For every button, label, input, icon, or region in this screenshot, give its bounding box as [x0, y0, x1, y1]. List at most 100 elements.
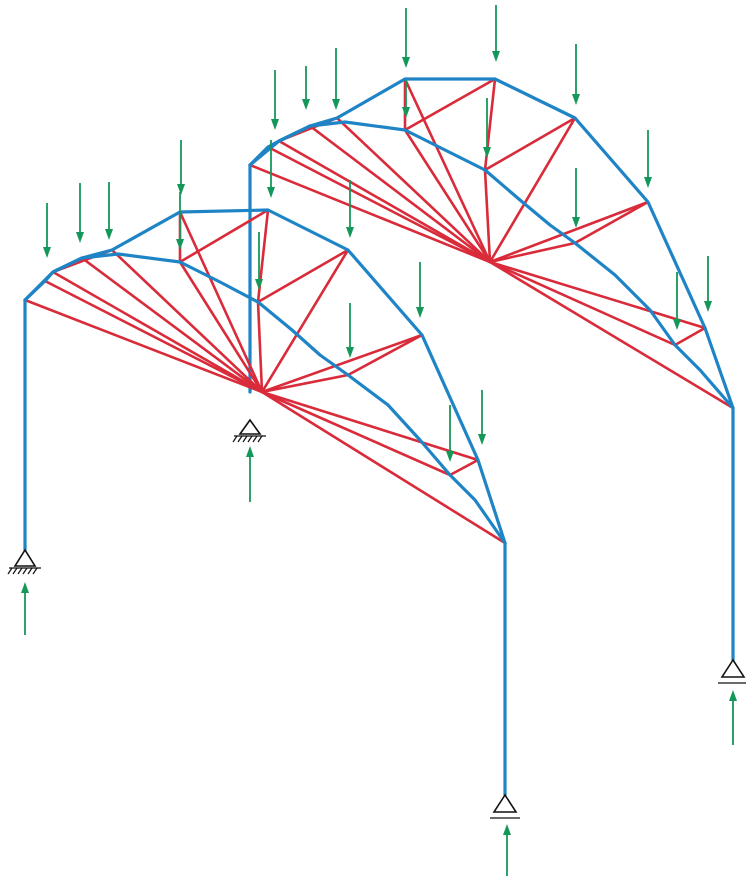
web-member [448, 458, 480, 477]
load-arrow-down [43, 203, 51, 258]
arrowhead-icon [302, 99, 310, 110]
web-member [51, 270, 264, 394]
reaction-arrow-up [503, 824, 511, 876]
web-member [248, 163, 492, 264]
load-arrow-down [644, 130, 652, 188]
roller-support-icon [492, 793, 518, 813]
web-member [277, 139, 492, 264]
arrowhead-icon [446, 451, 454, 462]
roller-support-icon [720, 658, 746, 678]
ground-hatch-icon [7, 567, 38, 575]
load-arrow-down [704, 256, 712, 312]
reaction-arrow-up [21, 582, 29, 635]
web-member [43, 279, 264, 394]
arrowhead-icon [483, 147, 491, 158]
front-bottom-chord [23, 252, 507, 545]
load-arrow-down [346, 303, 354, 358]
load-arrow-down [446, 405, 454, 462]
load-arrow-down [572, 168, 580, 228]
web-member [403, 77, 497, 132]
load-arrow-down [416, 262, 424, 318]
web-member [266, 145, 492, 264]
web-member [23, 298, 264, 394]
rear-frame [248, 77, 735, 662]
arrowhead-icon [704, 301, 712, 312]
web-member [483, 168, 492, 264]
front-top-chord [23, 208, 507, 545]
load-arrow-down [271, 70, 279, 130]
web-member [346, 333, 424, 377]
support-rear-right [718, 658, 746, 684]
arrowhead-icon [402, 57, 410, 68]
arrowhead-icon [255, 279, 263, 290]
arrowhead-icon [177, 184, 185, 195]
arrowhead-icon [572, 217, 580, 228]
web-member [488, 260, 677, 347]
load-arrow-down [176, 192, 184, 250]
web-member [335, 116, 492, 264]
web-member [178, 260, 264, 394]
arrowhead-icon [346, 347, 354, 358]
reaction-arrows [21, 446, 737, 876]
web-member [256, 300, 264, 394]
pin-support-icon [13, 548, 37, 567]
load-arrow-down [332, 48, 340, 110]
reaction-arrow-up [729, 690, 737, 745]
arrowhead-icon [346, 227, 354, 238]
rear-chords [248, 77, 735, 662]
web-member [573, 200, 650, 245]
arrowhead-icon [492, 51, 500, 62]
front-frame [23, 208, 507, 797]
web-member [673, 326, 707, 347]
ground-hatch-icon [232, 435, 263, 443]
web-member [260, 390, 507, 545]
web-member [260, 333, 424, 394]
rear-web-members [248, 77, 735, 410]
web-member [488, 116, 577, 264]
web-member [178, 208, 270, 264]
load-arrow-down [478, 390, 486, 445]
web-member [488, 241, 577, 264]
arrowhead-icon [105, 229, 113, 240]
web-member [256, 248, 350, 304]
load-arrow-down [177, 140, 185, 195]
reaction-arrow-up [246, 446, 254, 502]
web-member [260, 390, 480, 462]
arrowhead-icon [503, 824, 511, 835]
web-member [488, 200, 650, 264]
web-member [488, 260, 735, 410]
load-arrows [43, 5, 712, 462]
support-front-right [490, 793, 520, 819]
load-arrow-down [492, 5, 500, 62]
arrowhead-icon [76, 232, 84, 243]
load-arrow-down [267, 140, 275, 198]
web-member [178, 210, 264, 394]
arrowhead-icon [246, 446, 254, 457]
arrowhead-icon [572, 94, 580, 105]
web-member [260, 248, 350, 394]
support-rear-left [232, 418, 266, 443]
front-web-members [23, 208, 507, 545]
arrowhead-icon [267, 187, 275, 198]
load-arrow-down [572, 44, 580, 105]
arrowhead-icon [729, 690, 737, 701]
support-front-left [7, 548, 41, 575]
load-arrow-down [76, 183, 84, 243]
web-member [110, 248, 264, 394]
load-arrow-down [346, 180, 354, 238]
load-arrow-down [483, 98, 491, 158]
arrowhead-icon [416, 307, 424, 318]
load-arrow-down [255, 232, 263, 290]
arrowhead-icon [332, 99, 340, 110]
web-member [403, 77, 492, 264]
web-member [483, 116, 577, 172]
web-member [80, 256, 264, 394]
arrowhead-icon [673, 319, 681, 330]
arrowhead-icon [271, 119, 279, 130]
rear-bottom-chord [248, 120, 735, 410]
arrowhead-icon [43, 247, 51, 258]
arrowhead-icon [644, 177, 652, 188]
load-arrow-down [105, 182, 113, 240]
arrowhead-icon [21, 582, 29, 593]
